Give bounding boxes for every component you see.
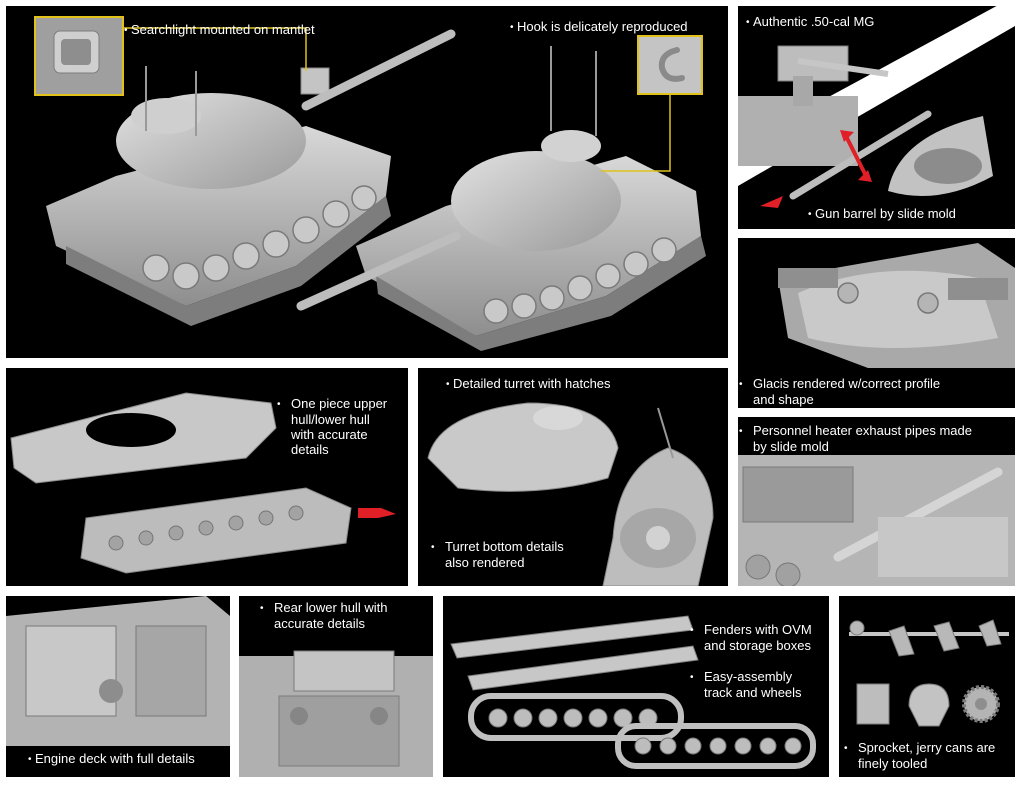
glacis-illustration (778, 243, 1015, 368)
panel-turret: •Detailed turret with hatches •Turret bo… (418, 368, 728, 586)
panel-glacis: •Glacis rendered w/correct profile and s… (738, 238, 1015, 408)
tank-left-model (46, 29, 456, 326)
fenders-tracks-illustration (450, 615, 816, 769)
engine-illustration (6, 596, 230, 746)
panel-main-tanks: •Searchlight mounted on mantlet •Hook is… (6, 6, 728, 358)
tanks-illustration (34, 16, 706, 351)
caption-mg: •Authentic .50-cal MG (746, 14, 875, 29)
heater-illustration (738, 455, 1015, 586)
panel-mg-barrel: •Authentic .50-cal MG •Gun barrel by sli… (738, 6, 1015, 229)
panel-engine: •Engine deck with full details (6, 596, 230, 777)
caption-tracks: •Easy-assembly track and wheels (690, 669, 802, 700)
panel-sprocket: •Sprocket, jerry cans are finely tooled (839, 596, 1015, 777)
tank-right-model (296, 46, 706, 351)
panel-heater: •Personnel heater exhaust pipes made by … (738, 417, 1015, 586)
caption-sprocket: •Sprocket, jerry cans are finely tooled (844, 740, 996, 771)
panel-rear-hull: •Rear lower hull with accurate details (239, 596, 433, 777)
caption-turret-bottom: •Turret bottom details also rendered (431, 539, 564, 570)
caption-searchlight: •Searchlight mounted on mantlet (124, 22, 315, 37)
caption-fenders: •Fenders with OVM and storage boxes (690, 622, 812, 653)
caption-rear-hull: •Rear lower hull with accurate details (260, 600, 388, 631)
panel-fenders-tracks: •Fenders with OVM and storage boxes •Eas… (443, 596, 829, 777)
rear-hull-illustration (239, 650, 433, 777)
hull-illustration (10, 392, 396, 574)
caption-barrel: •Gun barrel by slide mold (808, 206, 956, 221)
mg-barrel-illustration (738, 6, 1015, 208)
searchlight-callout (34, 16, 307, 96)
caption-hull: •One piece upper hull/lower hull with ac… (277, 396, 388, 457)
turret-illustration (427, 402, 714, 586)
caption-glacis: •Glacis rendered w/correct profile and s… (739, 376, 941, 407)
caption-hook: •Hook is delicately reproduced (510, 19, 688, 34)
panel-hull: •One piece upper hull/lower hull with ac… (6, 368, 408, 586)
sprocket-illustration (849, 619, 1009, 727)
caption-turret-top: •Detailed turret with hatches (446, 376, 611, 391)
caption-engine: •Engine deck with full details (28, 751, 195, 766)
hook-callout (601, 35, 703, 172)
caption-heater: •Personnel heater exhaust pipes made by … (739, 423, 972, 454)
